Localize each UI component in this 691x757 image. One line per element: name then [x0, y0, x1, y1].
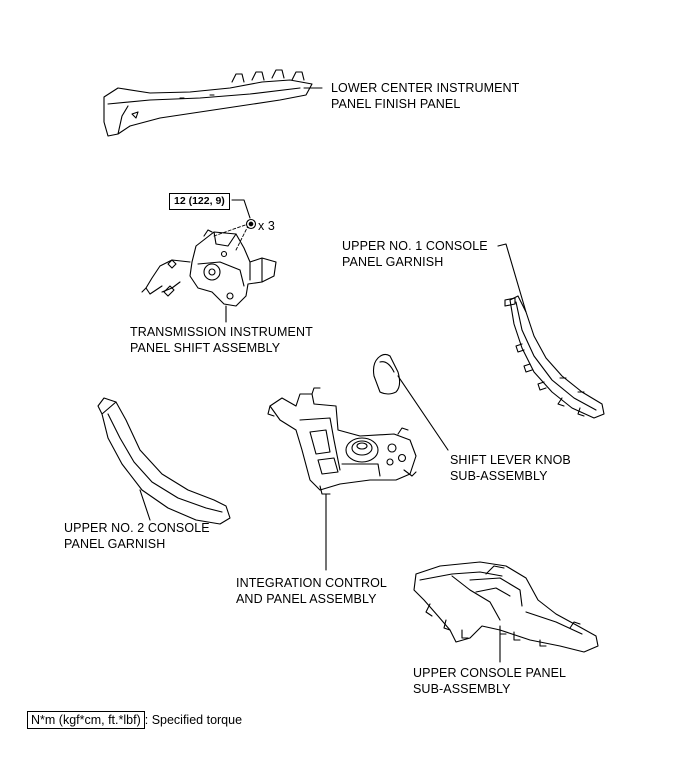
torque-legend: N*m (kgf*cm, ft.*lbf): Specified torque [27, 711, 242, 729]
transmission-shift-label-line2: PANEL SHIFT ASSEMBLY [130, 341, 281, 355]
upper-no2-console-garnish-drawing [97, 397, 231, 525]
upper-no2-garnish-label-line1: UPPER NO. 2 CONSOLE [64, 521, 210, 535]
integration-control-label-line2: AND PANEL ASSEMBLY [236, 592, 377, 606]
upper-console-panel-label-line1: UPPER CONSOLE PANEL [413, 666, 567, 680]
lower-center-panel-label-line2: PANEL FINISH PANEL [331, 97, 461, 111]
transmission-shift-label-line1: TRANSMISSION INSTRUMENT [130, 325, 313, 339]
integration-control-panel-drawing [267, 387, 417, 571]
upper-no2-garnish-label-line2: PANEL GARNISH [64, 537, 166, 551]
shift-lever-knob-drawing [372, 353, 449, 451]
shift-knob-label-line1: SHIFT LEVER KNOB [450, 453, 571, 467]
lower-center-panel-label-line1: LOWER CENTER INSTRUMENT [331, 81, 520, 95]
upper-no1-console-garnish-drawing [497, 243, 605, 419]
torque-spec-box: 12 (122, 9) [169, 193, 230, 210]
shift-knob-label-line2: SUB-ASSEMBLY [450, 469, 548, 483]
leader-torque [231, 199, 251, 219]
upper-console-panel-label-line2: SUB-ASSEMBLY [413, 682, 511, 696]
upper-no1-garnish-label-line2: PANEL GARNISH [342, 255, 444, 269]
bolt-quantity-label: x 3 [258, 219, 275, 233]
transmission-shift-assembly-drawing [141, 218, 277, 323]
upper-no1-garnish-label-line1: UPPER NO. 1 CONSOLE [342, 239, 488, 253]
legend-description: : Specified torque [144, 713, 243, 727]
legend-unit-box: N*m (kgf*cm, ft.*lbf) [27, 711, 145, 729]
integration-control-label-line1: INTEGRATION CONTROL [236, 576, 387, 590]
lower-center-finish-panel-drawing [103, 69, 313, 137]
upper-console-panel-drawing [413, 561, 599, 663]
